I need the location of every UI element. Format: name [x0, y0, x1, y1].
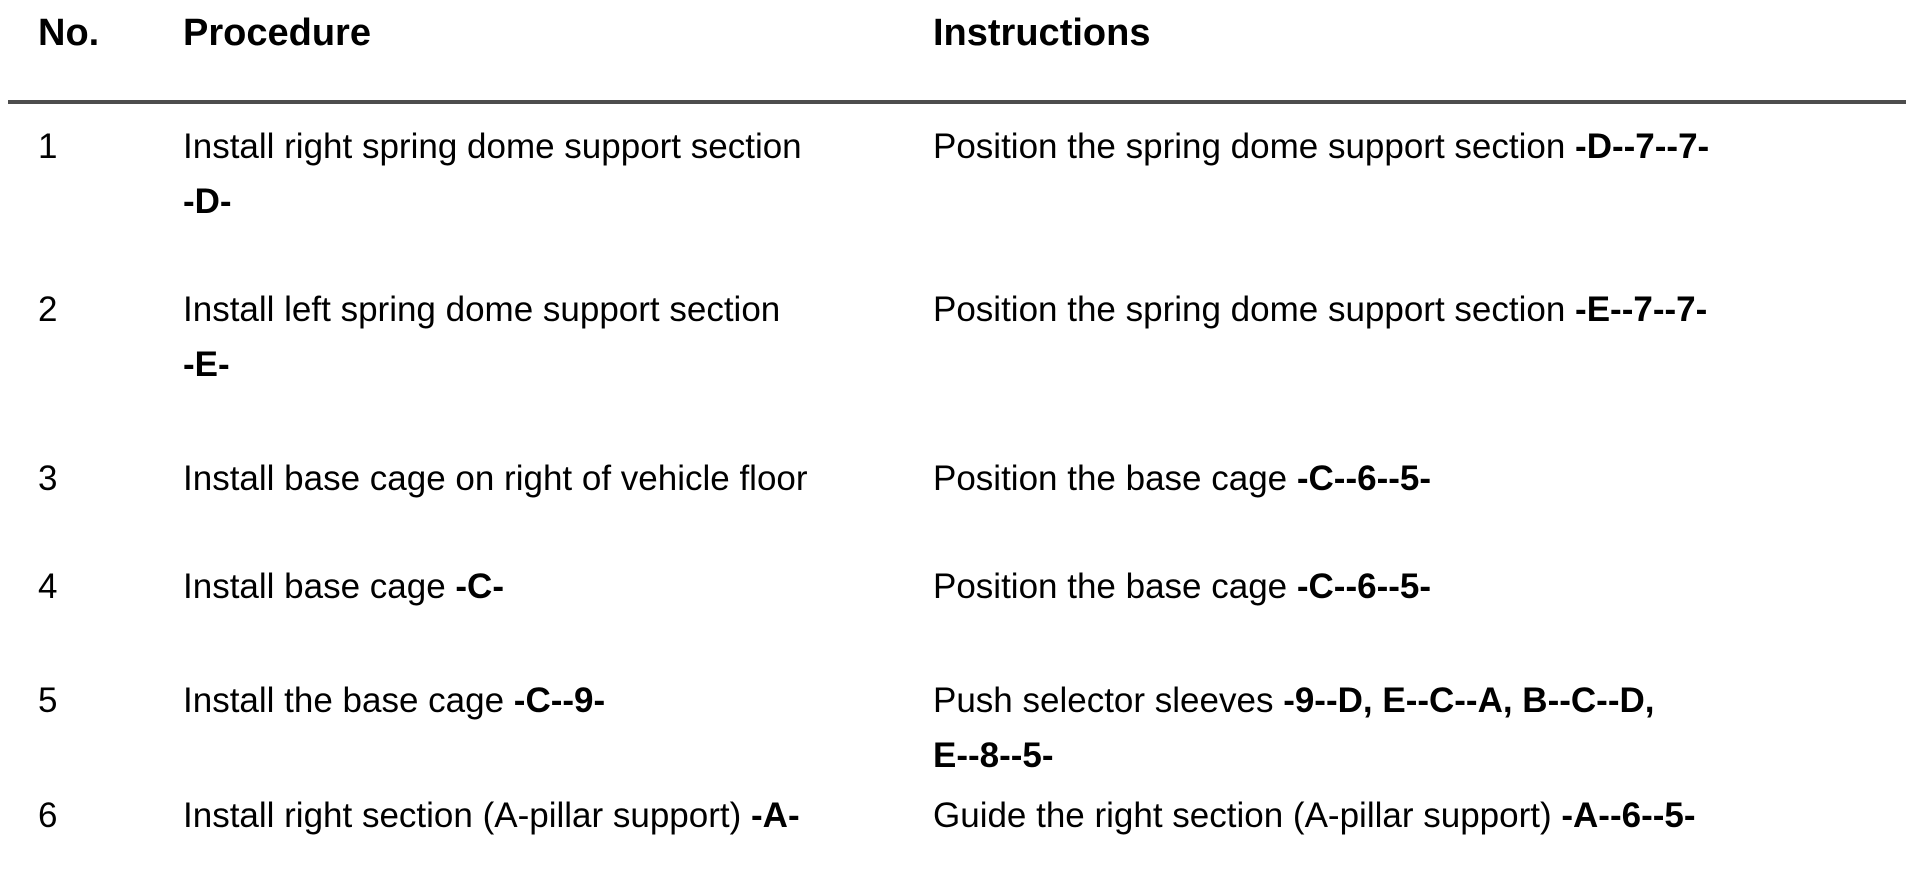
part-reference: -C- — [455, 567, 504, 606]
instruction-text: Guide the right section (A-pillar suppor… — [933, 796, 1552, 835]
part-reference: -C--6--5- — [1296, 459, 1432, 498]
row-number: 4 — [38, 567, 58, 606]
procedure-text: Install right spring dome support sectio… — [183, 127, 802, 166]
row-number: 6 — [38, 796, 58, 835]
row-number: 3 — [38, 459, 58, 498]
part-reference: -A- — [751, 796, 800, 835]
procedure-cell: Install right section (A-pillar support)… — [183, 788, 933, 843]
procedure-text: Install the base cage — [183, 681, 505, 720]
part-reference: -C--6--5- — [1296, 567, 1432, 606]
procedure-text: Install base cage on right of vehicle fl… — [183, 459, 808, 498]
procedure-cell: Install right spring dome support sectio… — [183, 119, 933, 229]
instruction-cell: Guide the right section (A-pillar suppor… — [933, 788, 1914, 843]
table-row: 3 Install base cage on right of vehicle … — [0, 451, 1914, 506]
instruction-text: Position the base cage — [933, 567, 1288, 606]
table-row: 6 Install right section (A-pillar suppor… — [0, 788, 1914, 843]
procedure-text: Install base cage — [183, 567, 446, 606]
table-row: 1 Install right spring dome support sect… — [0, 119, 1914, 229]
instruction-cell: Position the base cage -C--6--5- — [933, 451, 1914, 506]
procedure-text: Install left spring dome support section — [183, 290, 781, 329]
instruction-text: Position the spring dome support section — [933, 127, 1566, 166]
header-divider-rule — [8, 100, 1906, 104]
part-reference: -E- — [183, 345, 230, 384]
column-header-instructions: Instructions — [933, 12, 1151, 54]
instruction-text: Position the base cage — [933, 459, 1288, 498]
part-reference: -D--7--7- — [1575, 127, 1710, 166]
procedure-cell: Install base cage on right of vehicle fl… — [183, 451, 933, 506]
column-header-procedure: Procedure — [183, 12, 371, 54]
instruction-cell: Position the spring dome support section… — [933, 282, 1914, 337]
instruction-text: Position the spring dome support section — [933, 290, 1566, 329]
part-reference: -E--7--7- — [1575, 290, 1708, 329]
table-row: 5 Install the base cage -C--9- Push sele… — [0, 673, 1914, 783]
procedure-cell: Install left spring dome support section… — [183, 282, 933, 392]
row-number: 1 — [38, 127, 58, 166]
part-reference: E--8--5- — [933, 736, 1054, 775]
instruction-cell: Push selector sleeves -9--D, E--C--A, B-… — [933, 673, 1914, 783]
part-reference: -C--9- — [513, 681, 606, 720]
procedure-cell: Install the base cage -C--9- — [183, 673, 933, 728]
instruction-cell: Position the base cage -C--6--5- — [933, 559, 1914, 614]
table-header-row: No. Procedure Instructions — [0, 11, 1914, 55]
table-row: 2 Install left spring dome support secti… — [0, 282, 1914, 392]
procedure-text: Install right section (A-pillar support) — [183, 796, 742, 835]
part-reference: -A--6--5- — [1561, 796, 1696, 835]
row-number: 2 — [38, 290, 58, 329]
part-reference: -D- — [183, 182, 232, 221]
procedure-cell: Install base cage -C- — [183, 559, 933, 614]
table-row: 4 Install base cage -C- Position the bas… — [0, 559, 1914, 614]
column-header-no: No. — [38, 12, 100, 54]
instruction-text: Push selector sleeves — [933, 681, 1274, 720]
instruction-cell: Position the spring dome support section… — [933, 119, 1914, 174]
part-reference: -9--D, E--C--A, B--C--D, — [1283, 681, 1655, 720]
row-number: 5 — [38, 681, 58, 720]
